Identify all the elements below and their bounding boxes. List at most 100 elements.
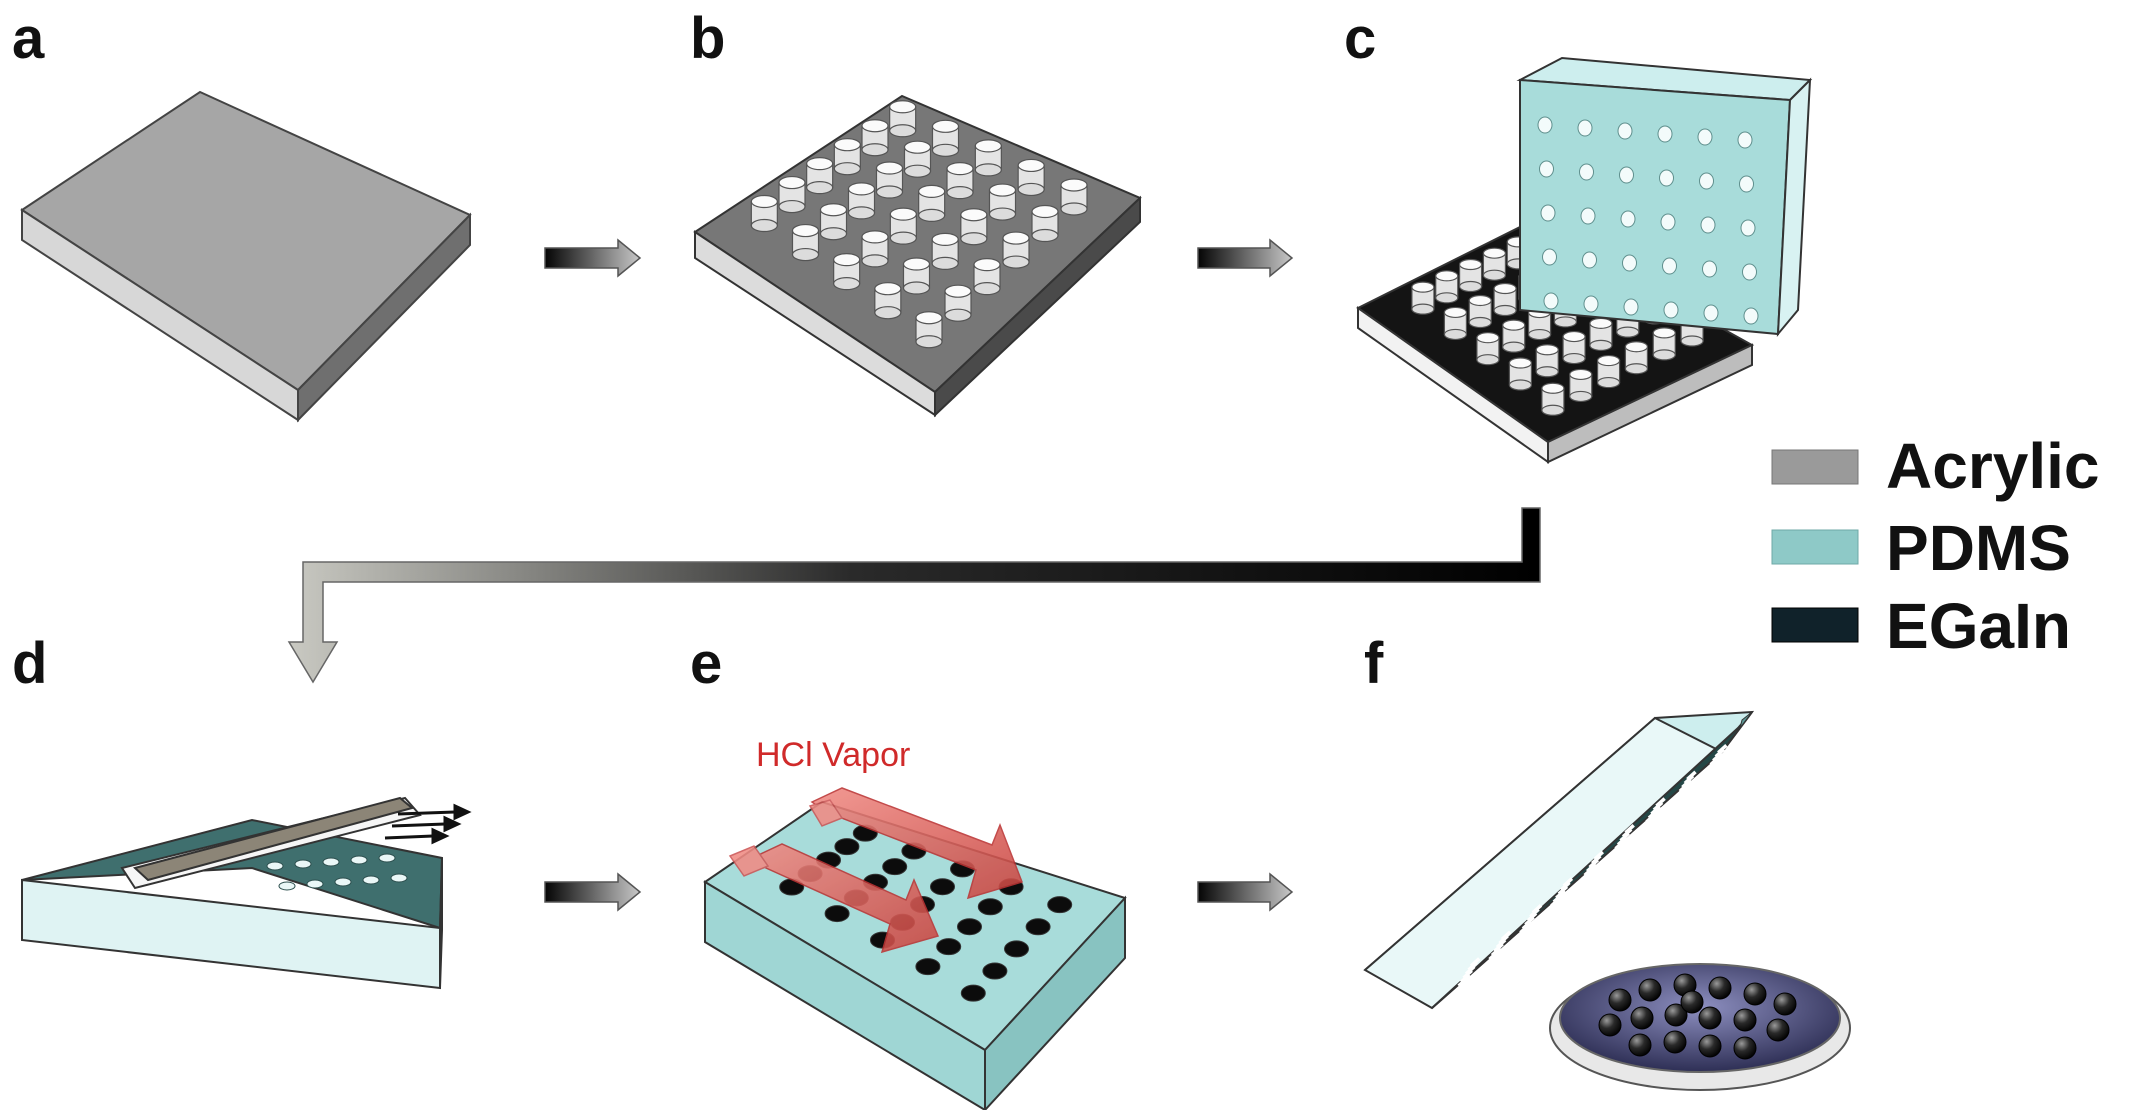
- legend-swatch-acrylic: [1771, 449, 1859, 485]
- hole: [1660, 213, 1676, 231]
- pin: [1458, 258, 1483, 293]
- peel-direction-arrows: [384, 803, 472, 845]
- peeled-acrylic: [132, 796, 415, 882]
- pin: [791, 223, 820, 262]
- pin: [1596, 354, 1621, 389]
- hole: [1582, 251, 1597, 269]
- hole: [1543, 292, 1559, 310]
- egain-bead: [1708, 976, 1732, 1000]
- egain-fiber-array: [1457, 743, 1728, 988]
- pin: [1589, 317, 1613, 351]
- vapor-source-lower: [728, 845, 770, 877]
- hole: [1697, 128, 1713, 146]
- hole: [1742, 263, 1757, 281]
- pin: [806, 157, 834, 195]
- tilted-pdms-block: [1363, 710, 1755, 1010]
- hole: [1623, 298, 1639, 316]
- egain-bead: [1663, 1030, 1687, 1054]
- pdms-block: [1516, 56, 1813, 337]
- panel-label-b: b: [690, 6, 725, 71]
- egain-bead: [1733, 1008, 1757, 1032]
- hcl-vapor-label: HCl Vapor: [756, 736, 910, 774]
- hole: [1537, 116, 1553, 134]
- hole: [960, 984, 986, 1002]
- legend-swatch-egain: [1771, 607, 1859, 643]
- panel-label-e: e: [690, 631, 722, 696]
- process-arrow-b-to-c: [1197, 238, 1294, 278]
- pin: [960, 208, 988, 246]
- hole: [936, 938, 962, 956]
- pin: [1569, 368, 1593, 403]
- hole: [1703, 304, 1719, 322]
- legend-label-egain: EGaIn: [1886, 590, 2071, 662]
- hole: [294, 859, 312, 869]
- pin: [902, 257, 931, 295]
- pin: [973, 258, 1001, 296]
- hole: [1662, 257, 1677, 275]
- pin: [1482, 247, 1507, 281]
- pin: [1060, 178, 1088, 216]
- hole: [957, 918, 982, 936]
- pin: [918, 184, 946, 222]
- pin: [1535, 344, 1559, 378]
- fiber: [1686, 770, 1697, 781]
- fiber: [1717, 743, 1728, 754]
- fiber: [1469, 957, 1481, 968]
- pin: [861, 230, 889, 268]
- pin: [833, 253, 861, 291]
- process-arrow-e-to-f: [1197, 872, 1294, 912]
- pin: [889, 100, 917, 138]
- panel-label-f: f: [1364, 631, 1384, 696]
- vapor-arrow-lower: [750, 843, 940, 954]
- hole: [1620, 210, 1636, 228]
- hole: [1619, 166, 1634, 184]
- hole: [278, 881, 296, 891]
- hole: [1740, 219, 1756, 237]
- hole: [1622, 254, 1637, 272]
- hole: [930, 878, 955, 896]
- hole: [1577, 119, 1593, 137]
- hole: [1739, 175, 1754, 193]
- pin: [750, 194, 778, 233]
- process-arrow-d-to-e: [544, 872, 642, 912]
- hole: [1539, 160, 1554, 178]
- hole: [1004, 940, 1029, 958]
- pin: [1562, 330, 1586, 365]
- egain-bead: [1628, 1033, 1652, 1057]
- egain-bead: [1773, 992, 1797, 1016]
- panel-label-d: d: [12, 631, 47, 696]
- fiber: [1655, 797, 1666, 808]
- panel-label-c: c: [1344, 6, 1376, 71]
- hole: [1700, 216, 1716, 234]
- hcl-vapor-arrows: [728, 787, 1023, 954]
- process-arrow-a-to-b: [544, 238, 642, 278]
- legend-swatch-pdms: [1771, 529, 1859, 565]
- egain-bead: [1608, 988, 1632, 1012]
- vapor-source-upper: [808, 799, 844, 827]
- pin: [974, 139, 1002, 177]
- legend: Acrylic PDMS EGaIn: [1771, 430, 2099, 662]
- hole: [1663, 301, 1679, 319]
- pin-array: [750, 100, 1088, 349]
- hole: [915, 958, 941, 976]
- pdms-hole-array: [266, 853, 408, 891]
- process-arrow-c-to-d: [287, 507, 1541, 684]
- pin: [819, 203, 848, 241]
- pin: [1541, 382, 1565, 416]
- egain-bead: [1630, 1006, 1654, 1030]
- hole: [1579, 163, 1594, 181]
- pin: [1031, 204, 1059, 243]
- hole: [1702, 260, 1717, 278]
- hole: [1540, 204, 1556, 222]
- hole: [1657, 125, 1673, 143]
- pin: [1493, 282, 1517, 317]
- fiber: [1531, 903, 1543, 914]
- pin: [1017, 158, 1045, 197]
- hole: [1659, 169, 1674, 187]
- pin: [889, 207, 917, 245]
- hole: [1047, 896, 1073, 914]
- pin: [1468, 294, 1492, 329]
- egain-mold: [1356, 220, 1755, 464]
- pdms-peel-assembly: [21, 796, 472, 990]
